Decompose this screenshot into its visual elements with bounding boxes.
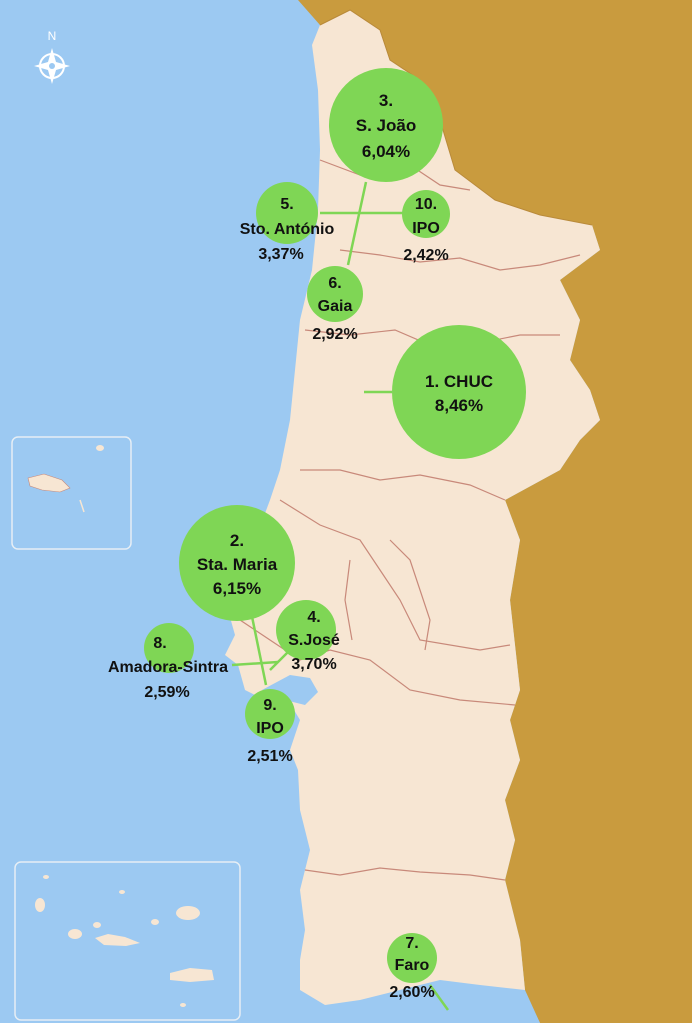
- label-name-faro: Faro: [395, 957, 430, 974]
- porto-santo-island: [96, 445, 104, 451]
- label-pct-ipo-porto: 2,42%: [403, 247, 448, 264]
- label-rank-ipo-porto: 10.: [415, 196, 437, 213]
- azores-inset: [14, 861, 241, 1021]
- bubble-gaia: [307, 266, 363, 322]
- label-pct-sta-maria: 6,15%: [213, 579, 261, 598]
- label-pct-faro: 2,60%: [389, 984, 434, 1001]
- bubble-chuc: [392, 325, 526, 459]
- label-rank-amadora-sintra: 8.: [153, 635, 166, 652]
- leader-lines: [231, 181, 450, 1011]
- svg-text:N: N: [48, 29, 57, 43]
- label-rank-s-joao: 3.: [379, 91, 393, 110]
- hospital-bubbles: [144, 68, 526, 983]
- label-name-sta-maria: Sta. Maria: [197, 555, 278, 574]
- label-pct-sto-antonio: 3,37%: [258, 246, 303, 263]
- label-name-gaia: Gaia: [318, 298, 353, 315]
- label-name-s-jose: S.José: [288, 632, 340, 649]
- bubble-s-joao: [329, 68, 443, 182]
- bubble-ipo-porto: [402, 190, 450, 238]
- label-pct-s-jose: 3,70%: [291, 656, 336, 673]
- hospital-labels: 1. CHUC 8,46% 2. Sta. Maria 6,15% 3. S. …: [108, 91, 493, 1001]
- district-borders: [239, 159, 581, 881]
- bubble-ipo-lisboa: [245, 689, 295, 739]
- spain-land: [298, 0, 692, 1023]
- madeira-inset: [11, 436, 132, 550]
- label-pct-amadora-sintra: 2,59%: [144, 684, 189, 701]
- label-rank-chuc: 1. CHUC: [425, 372, 493, 391]
- label-name-amadora-sintra: Amadora-Sintra: [108, 659, 228, 676]
- label-name-ipo-lisboa: IPO: [256, 720, 284, 737]
- label-pct-s-joao: 6,04%: [362, 142, 410, 161]
- portugal-land: [225, 10, 600, 1005]
- bubble-sto-antonio: [256, 182, 318, 244]
- bubble-amadora-sintra: [144, 623, 194, 673]
- label-name-s-joao: S. João: [356, 116, 416, 135]
- south-sea: [290, 982, 540, 1023]
- label-rank-faro: 7.: [405, 935, 418, 952]
- label-rank-s-jose: 4.: [307, 609, 320, 626]
- label-rank-ipo-lisboa: 9.: [263, 697, 276, 714]
- label-name-ipo-porto: IPO: [412, 220, 440, 237]
- label-pct-ipo-lisboa: 2,51%: [247, 748, 292, 765]
- bubble-s-jose: [276, 600, 336, 660]
- label-pct-chuc: 8,46%: [435, 396, 483, 415]
- label-pct-gaia: 2,92%: [312, 326, 357, 343]
- tagus-estuary: [262, 675, 318, 705]
- label-rank-sta-maria: 2.: [230, 531, 244, 550]
- compass-rose-icon: N: [34, 29, 70, 84]
- label-rank-gaia: 6.: [328, 275, 341, 292]
- madeira-island: [27, 473, 71, 493]
- bubble-sta-maria: [179, 505, 295, 621]
- bubble-faro: [387, 933, 437, 983]
- label-rank-sto-antonio: 5.: [280, 196, 293, 213]
- label-name-sto-antonio: Sto. António: [240, 221, 335, 238]
